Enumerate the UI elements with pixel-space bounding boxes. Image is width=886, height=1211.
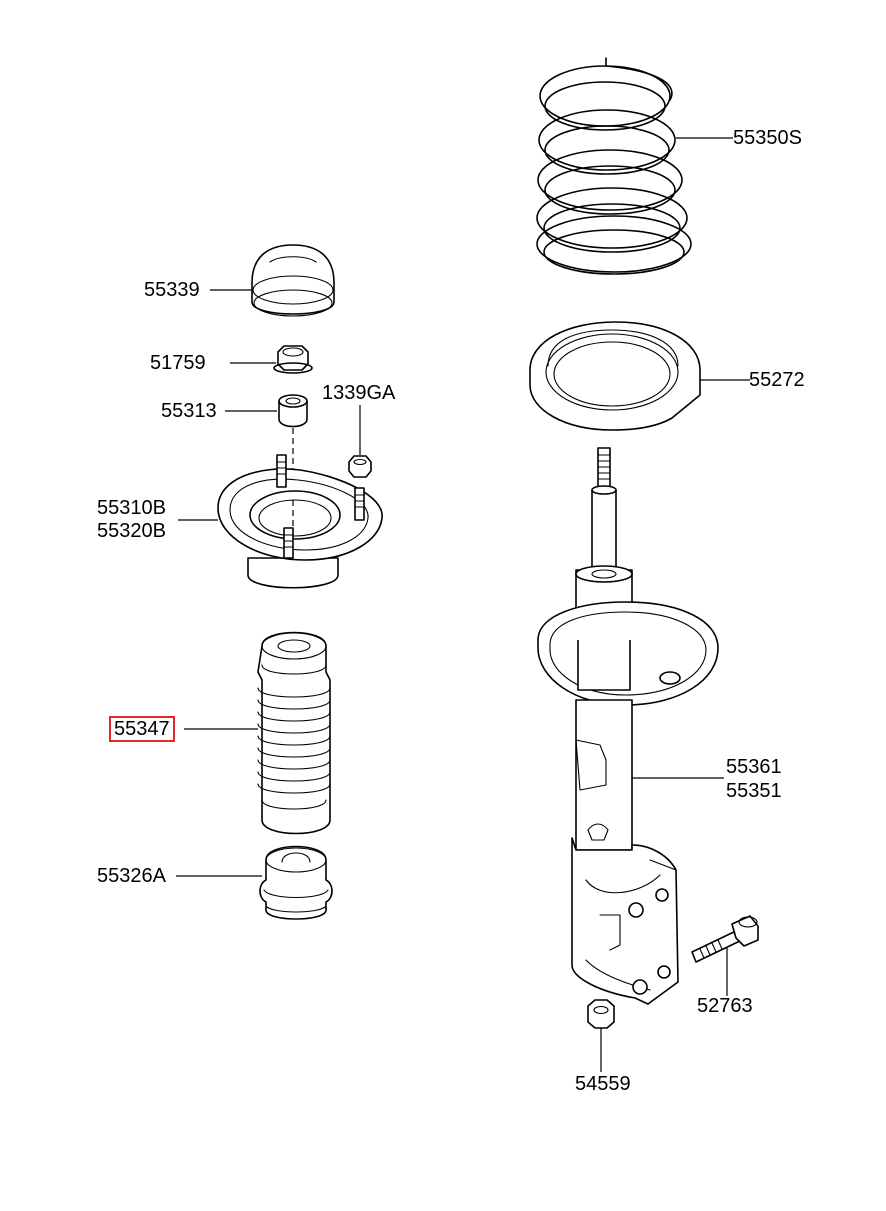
part-label-55339[interactable]: 55339 [144,279,200,301]
nut-1339GA[interactable] [348,455,372,478]
part-label-55326A[interactable]: 55326A [97,865,166,887]
part-label-55350S[interactable]: 55350S [733,127,802,149]
part-label-51759[interactable]: 51759 [150,352,206,374]
part-label-55313[interactable]: 55313 [161,400,217,422]
part-label-55272[interactable]: 55272 [749,369,805,391]
part-label-55310B[interactable]: 55310B [97,497,166,519]
dust-cap[interactable] [251,244,335,317]
strut-mount[interactable] [217,454,383,589]
part-label-54559[interactable]: 54559 [575,1073,631,1095]
bolt-52763[interactable] [691,915,759,963]
flange-nut-51759[interactable] [273,345,313,374]
part-label-55361[interactable]: 55361 [726,756,782,778]
part-label-55320B[interactable]: 55320B [97,520,166,542]
part-label-55347-highlighted[interactable]: 55347 [109,716,175,742]
bushing-55313[interactable] [278,394,308,428]
spring-seat-pad[interactable] [529,321,701,431]
nut-54559[interactable] [587,999,615,1029]
part-label-1339GA[interactable]: 1339GA [322,382,396,404]
part-label-55351[interactable]: 55351 [726,780,782,802]
bump-stop[interactable] [259,845,333,920]
strut-assembly[interactable] [537,447,719,1005]
dust-boot[interactable] [257,631,331,835]
part-label-52763[interactable]: 52763 [697,995,753,1017]
coil-spring[interactable] [536,57,692,275]
